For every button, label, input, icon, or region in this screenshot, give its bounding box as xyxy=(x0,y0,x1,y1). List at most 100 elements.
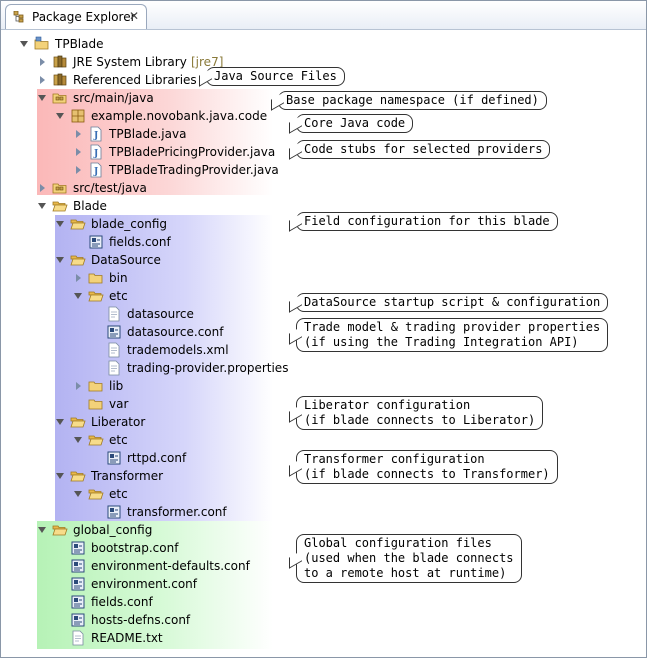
tree-item-label: bootstrap.conf xyxy=(91,541,179,555)
svg-text:J: J xyxy=(93,167,98,177)
text-file-icon xyxy=(108,342,120,358)
callout-field-config: Field configuration for this blade xyxy=(296,212,558,231)
tree-item-label: Blade xyxy=(73,199,107,213)
tree-item-label: TPBladeTradingProvider.java xyxy=(109,163,279,177)
callout-code-stubs: Code stubs for selected providers xyxy=(296,140,551,159)
tree-item-label: JRE System Library xyxy=(73,55,187,69)
tree-item-label: etc xyxy=(109,433,128,447)
expanded-twisty-icon[interactable] xyxy=(56,257,64,263)
tree-item-label: transformer.conf xyxy=(127,505,227,519)
text-file-icon xyxy=(72,630,84,646)
folder-open-icon xyxy=(52,525,68,536)
tree-item-label: TPBladePricingProvider.java xyxy=(109,145,276,159)
tree-item-label: etc xyxy=(109,487,128,501)
callout-global-config: Global configuration files (used when th… xyxy=(296,534,522,583)
expanded-twisty-icon[interactable] xyxy=(74,437,82,443)
folder-icon xyxy=(88,381,103,392)
java-file-icon: J xyxy=(90,162,102,178)
folder-open-icon xyxy=(70,255,86,266)
library-icon xyxy=(53,55,67,68)
folder-open-icon xyxy=(70,219,86,230)
folder-open-icon xyxy=(88,291,104,302)
callout-base-package: Base package namespace (if defined) xyxy=(278,91,547,110)
tree-item-label: environment.conf xyxy=(91,577,198,591)
package-explorer-tab[interactable]: Package Explorer ✕ xyxy=(5,4,147,29)
callout-core-java: Core Java code xyxy=(296,114,414,133)
tree-item-label: hosts-defns.conf xyxy=(91,613,191,627)
conf-file-icon xyxy=(107,505,121,519)
folder-icon xyxy=(88,273,103,284)
source-folder-icon xyxy=(52,93,67,104)
tree-item-label: Liberator xyxy=(91,415,146,429)
tree-item-label: TPBlade xyxy=(55,37,104,51)
conf-file-icon xyxy=(89,235,103,249)
expanded-twisty-icon[interactable] xyxy=(38,527,46,533)
tree-item-label: lib xyxy=(109,379,124,393)
collapsed-twisty-icon[interactable] xyxy=(76,130,81,138)
view-tab-bar: Package Explorer ✕ xyxy=(1,1,646,30)
tree-item-label: datasource.conf xyxy=(127,325,224,339)
java-source-highlight xyxy=(37,89,273,195)
callout-liberator-config: Liberator configuration (if blade connec… xyxy=(296,396,544,430)
close-icon[interactable]: ✕ xyxy=(129,9,140,23)
expanded-twisty-icon[interactable] xyxy=(38,203,46,209)
tree-item-label: TPBlade.java xyxy=(109,127,187,141)
tree-item-label: README.txt xyxy=(91,631,163,645)
text-file-icon xyxy=(108,360,120,376)
expanded-twisty-icon[interactable] xyxy=(56,113,64,119)
conf-file-icon xyxy=(107,325,121,339)
expanded-twisty-icon[interactable] xyxy=(74,491,82,497)
expanded-twisty-icon[interactable] xyxy=(38,95,46,101)
tree-item-label: fields.conf xyxy=(91,595,153,609)
collapsed-twisty-icon[interactable] xyxy=(76,166,81,174)
tree-item-label: DataSource xyxy=(91,253,161,267)
collapsed-twisty-icon[interactable] xyxy=(76,382,81,390)
callout-trade-model: Trade model & trading provider propertie… xyxy=(296,318,609,352)
text-file-icon xyxy=(108,306,120,322)
conf-file-icon xyxy=(71,559,85,573)
expanded-twisty-icon[interactable] xyxy=(56,419,64,425)
tree-item-label: global_config xyxy=(73,523,153,537)
folder-open-icon xyxy=(70,417,86,428)
conf-file-icon xyxy=(71,595,85,609)
callout-java-source: Java Source Files xyxy=(206,67,345,86)
conf-file-icon xyxy=(71,541,85,555)
tree-item-label: trademodels.xml xyxy=(127,343,229,357)
expanded-twisty-icon[interactable] xyxy=(56,221,64,227)
collapsed-twisty-icon[interactable] xyxy=(76,274,81,282)
folder-open-icon xyxy=(52,201,68,212)
source-folder-icon xyxy=(52,183,67,194)
callout-ds-startup: DataSource startup script & configuratio… xyxy=(296,293,609,312)
tree-item-label: src/main/java xyxy=(73,91,154,105)
expanded-twisty-icon[interactable] xyxy=(74,293,82,299)
tree-item-label: trading-provider.properties xyxy=(127,361,289,375)
expanded-twisty-icon[interactable] xyxy=(56,473,64,479)
conf-file-icon xyxy=(107,451,121,465)
conf-file-icon xyxy=(71,577,85,591)
package-explorer-icon xyxy=(13,11,24,23)
tree-item-label: datasource xyxy=(127,307,194,321)
java-file-icon: J xyxy=(90,126,102,142)
java-file-icon: J xyxy=(90,144,102,160)
folder-open-icon xyxy=(70,471,86,482)
collapsed-twisty-icon[interactable] xyxy=(40,76,45,84)
collapsed-twisty-icon[interactable] xyxy=(40,58,45,66)
conf-file-icon xyxy=(71,613,85,627)
tree-item-decoration: [jre7] xyxy=(191,55,224,69)
collapsed-twisty-icon[interactable] xyxy=(40,184,45,192)
svg-text:J: J xyxy=(93,131,98,141)
tree-item-label: fields.conf xyxy=(109,235,171,249)
tree-item-label: etc xyxy=(109,289,128,303)
library-icon xyxy=(53,73,67,86)
tree-item-label: environment-defaults.conf xyxy=(91,559,250,573)
tree-item-label: rttpd.conf xyxy=(127,451,187,465)
folder-open-icon xyxy=(88,435,104,446)
tree-item-label: Transformer xyxy=(91,469,164,483)
collapsed-twisty-icon[interactable] xyxy=(76,148,81,156)
expanded-twisty-icon[interactable] xyxy=(20,41,28,47)
folder-icon xyxy=(88,399,103,410)
tree-item-label: blade_config xyxy=(91,217,168,231)
tab-label: Package Explorer xyxy=(32,10,136,24)
tree-item-label: var xyxy=(109,397,129,411)
tree-item-label: src/test/java xyxy=(73,181,147,195)
